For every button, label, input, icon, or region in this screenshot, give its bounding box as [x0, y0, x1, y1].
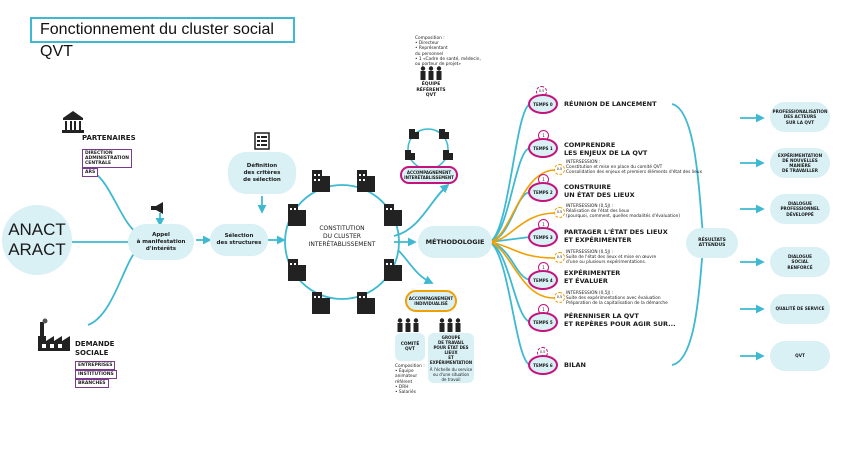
intersession-1-text: INTERSESSION : Constitution et mise en p… [566, 160, 703, 176]
demande-tag-institutions: INSTITUTIONS [75, 370, 117, 379]
inter-building-1 [408, 124, 420, 143]
stage-5-temps: TEMPS 5 [528, 312, 558, 332]
cluster-building-1 [310, 166, 332, 196]
comite-qvt-box: COMITÉ QVT [395, 333, 425, 361]
outcome-experimentation: EXPÉRIMENTATION DE NOUVELLES MANIÈRE DE … [770, 148, 830, 178]
stage-4-temps: TEMPS 4 [528, 270, 558, 290]
groupe-travail-note: À l'échelle du service ou d'une situatio… [429, 366, 473, 382]
comite-team-icon [397, 318, 419, 332]
anact-label: ANACT [8, 220, 66, 239]
groupe-travail-box: GROUPE DE TRAVAIL POUR ÉTAT DES LIEUX ET… [428, 333, 474, 383]
stage-0-temps: TEMPS 0 [528, 94, 558, 114]
partenaires-tag-ars: ARS [82, 168, 99, 177]
cluster-building-2 [355, 166, 377, 196]
partenaires-tag-direction: DIRECTION ADMINISTRATION CENTRALE [82, 149, 133, 168]
outcome-qvt: QVT [770, 341, 830, 371]
outcome-professionalisation: PROFESSIONALISATION DES ACTEURS SUR LA Q… [770, 102, 830, 132]
stage-1-temps: TEMPS 1 [528, 138, 558, 158]
stage-3-temps: TEMPS 3 [528, 227, 558, 247]
factory-icon [38, 318, 70, 351]
inter-building-3 [404, 145, 416, 164]
composition-bottom: Composition : • Équipe animateur référen… [395, 364, 425, 396]
demande-tag-entreprises: ENTREPRISES [75, 361, 116, 370]
outcome-dialogue-social: DIALOGUE SOCIAL RENFORCÉ [770, 247, 830, 277]
equipe-referents-label: ÉQUIPE RÉFÉRENTS QVT [416, 82, 446, 98]
cluster-building-7 [310, 288, 332, 318]
resultats-attendus-box: RÉSULTATS ATTENDUS [686, 228, 738, 258]
intersession-3-text: INTERSESSION (0,5J) : Suite de l'état de… [566, 250, 657, 266]
inter-building-2 [438, 124, 450, 143]
accompagnement-interetablissement: ACCOMPAGNEMENT INTERÉTABLISSEMENT [400, 166, 458, 184]
cluster-building-3 [286, 200, 308, 230]
selection-structures-box: Sélection des structures [210, 224, 268, 256]
inter-building-4 [442, 145, 454, 164]
intersession-3-badge: 0.5 [554, 252, 565, 263]
stage-2-temps: TEMPS 2 [528, 182, 558, 202]
cluster-building-4 [382, 200, 404, 230]
stage-1-title: COMPRENDRE LES ENJEUX DE LA QVT [564, 141, 648, 157]
stage-6-temps: TEMPS 6 [528, 355, 558, 375]
stage-6-title: BILAN [564, 361, 586, 369]
intersession-4-text: INTERSESSION (0,5J) : Suite des expérime… [566, 291, 668, 307]
megaphone-icon [151, 202, 163, 214]
aract-label: ARACT [8, 240, 66, 259]
groupe-team-icon [439, 318, 461, 332]
partenaires-title: PARTENAIRES [82, 134, 136, 142]
cluster-building-8 [355, 288, 377, 318]
outcome-dialogue-professionnel: DIALOGUE PROFESSIONNEL DÉVELOPPÉ [770, 194, 830, 224]
cluster-building-5 [286, 255, 308, 285]
groupe-travail-label: GROUPE DE TRAVAIL POUR ÉTAT DES LIEUX ET… [429, 334, 473, 365]
checklist-icon [254, 132, 270, 150]
outcome-qualite-service: QUALITÉ DE SERVICE [770, 294, 830, 324]
composition-top: Composition : • Directeur • Représentant… [415, 36, 481, 68]
intersession-4-badge: 0.5 [554, 292, 565, 303]
page-title: Fonctionnement du cluster social QVT [30, 17, 295, 60]
methodologie-box: MÉTHODOLOGIE [418, 226, 492, 258]
appel-manifestation-box: Appel à manifestation d'intérêts [128, 224, 194, 260]
building-icon [62, 111, 84, 133]
stage-4-title: EXPÉRIMENTER ET ÉVALUER [564, 269, 621, 285]
anact-aract-circle: ANACT ARACT [2, 205, 72, 275]
cluster-building-6 [382, 255, 404, 285]
stage-0-title: RÉUNION DE LANCEMENT [564, 100, 657, 108]
demande-tag-branches: BRANCHES [75, 379, 109, 388]
stage-3-title: PARTAGER L'ÉTAT DES LIEUX ET EXPÉRIMENTE… [564, 228, 668, 244]
demande-title: DEMANDE SOCIALE [75, 340, 115, 357]
intersession-2-text: INTERSESSION (0,5J) : Réalisation de l'é… [566, 204, 681, 220]
intersession-2-badge: 0.5 [554, 207, 565, 218]
definition-criteres-box: Définition des critères de sélection [228, 152, 296, 194]
intersession-1-badge: 0.5 [554, 164, 565, 175]
stage-2-title: CONSTRUIRE UN ÉTAT DES LIEUX [564, 183, 635, 199]
constitution-cluster-label: CONSTITUTION DU CLUSTER INTERÉTABLISSEME… [308, 225, 376, 248]
accompagnement-individualise: ACCOMPAGNEMENT INDIVIDUALISÉ [405, 290, 457, 312]
team-icon [420, 66, 442, 80]
stage-5-title: PÉRENNISER LA QVT ET REPÈRES POUR AGIR S… [564, 312, 676, 328]
